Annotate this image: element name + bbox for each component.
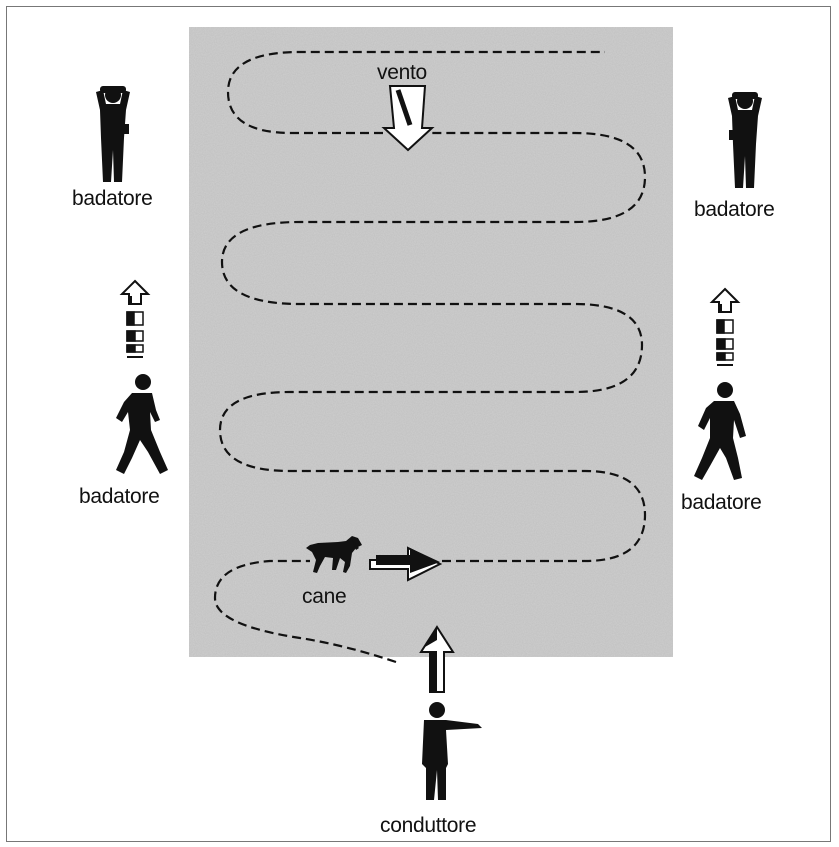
- advance-arrow-icon: [419, 625, 455, 693]
- wind-label: vento: [377, 61, 427, 84]
- watcher-walking-right-icon: [694, 382, 746, 480]
- handler-pointing-icon: [422, 702, 482, 800]
- right-advance-indicator-icon: [709, 287, 741, 366]
- watcher-label-top-left: badatore: [72, 187, 153, 210]
- search-path: [213, 50, 647, 664]
- dog-icon: [306, 536, 362, 573]
- watcher-label-bottom-left: badatore: [79, 485, 160, 508]
- wind-arrow-icon: [381, 85, 435, 152]
- watcher-standing-left-icon: [96, 86, 130, 182]
- figure-frame: [6, 6, 831, 842]
- dog-label: cane: [302, 585, 347, 608]
- watcher-walking-left-icon: [116, 374, 168, 474]
- watcher-label-top-right: badatore: [694, 198, 775, 221]
- handler-label: conduttore: [380, 814, 477, 837]
- watcher-label-bottom-right: badatore: [681, 491, 762, 514]
- watcher-standing-right-icon: [728, 92, 762, 188]
- dog-arrow-icon: [369, 546, 443, 582]
- left-advance-indicator-icon: [119, 279, 151, 358]
